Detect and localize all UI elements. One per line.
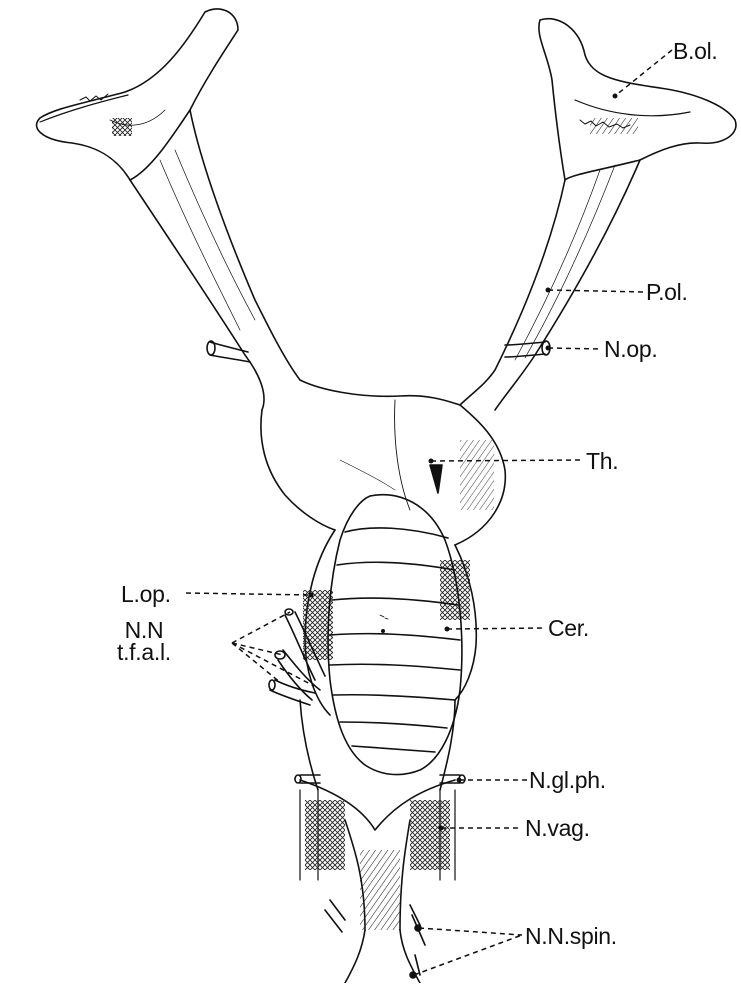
leader-nn-tfal xyxy=(232,612,314,686)
label-n-vag: N.vag. xyxy=(525,817,590,840)
label-nn-spin: N.N.spin. xyxy=(525,925,617,948)
label-n-op: N.op. xyxy=(604,338,657,361)
label-l-op: L.op. xyxy=(121,583,171,606)
leader-n-op xyxy=(548,348,602,349)
label-th: Th. xyxy=(586,450,618,473)
label-n-gl-ph: N.gl.ph. xyxy=(529,769,606,792)
glossopharyngeal-nerves xyxy=(300,775,460,783)
label-cer: Cer. xyxy=(548,617,589,640)
label-b-ol: B.ol. xyxy=(673,40,718,63)
spinal-cord xyxy=(345,930,420,983)
leader-th xyxy=(431,460,583,461)
leader-p-ol xyxy=(548,290,644,292)
left-olfactory-peduncle xyxy=(130,180,264,410)
leader-nn-spin xyxy=(414,928,522,975)
label-nn-tfal: N.N t.f.a.l. xyxy=(117,619,171,663)
left-olfactory-bulb xyxy=(37,9,238,180)
leader-l-op xyxy=(186,593,311,595)
medulla-oblongata xyxy=(300,700,455,790)
label-p-ol: P.ol. xyxy=(646,281,688,304)
label-nn-line2: t.f.a.l. xyxy=(117,639,171,665)
